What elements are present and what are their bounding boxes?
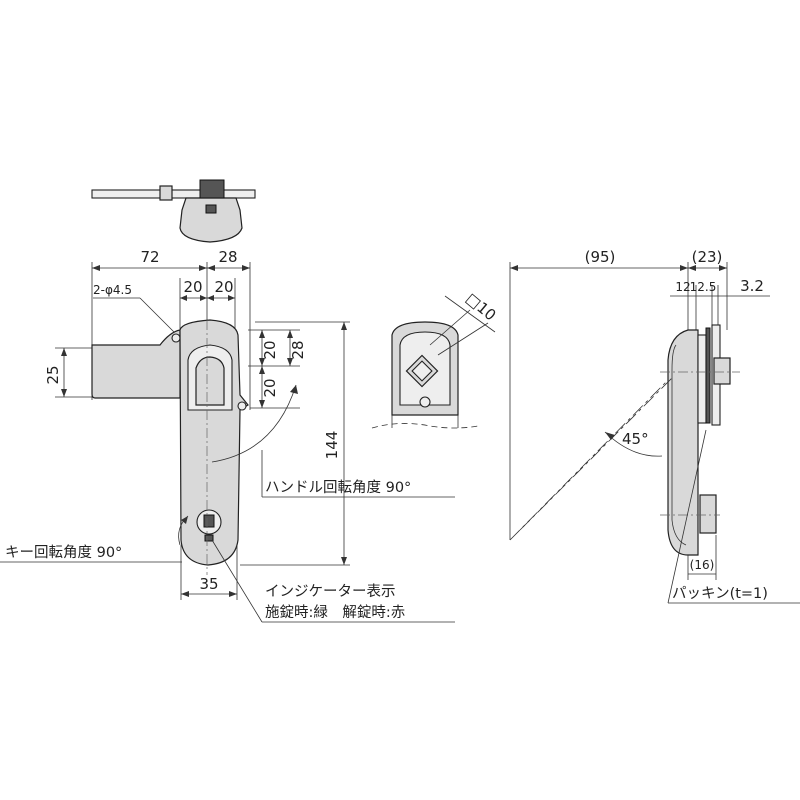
dim-20-v2: 20 (261, 378, 279, 397)
indicator-window (204, 534, 214, 542)
top-view-plate (91, 189, 256, 199)
dim-23: (23) (692, 248, 723, 266)
side-view: (95) (23) 12 12.5 3.2 45° (509, 248, 800, 604)
dim-28-v: 28 (289, 340, 307, 359)
dim-square-10: □10 (462, 289, 499, 324)
front-view: 72 28 20 20 2-φ4.5 25 (0, 248, 455, 623)
dim-25: 25 (44, 365, 62, 384)
mounting-hole-right (237, 401, 247, 411)
side-cam-nut (713, 357, 731, 385)
keyhole-icon (203, 514, 215, 528)
dim-20-b: 20 (214, 278, 233, 296)
dim-12-5: 12.5 (690, 280, 717, 294)
indicator-title: インジケーター表示 (265, 583, 396, 600)
dim-3-2: 3.2 (740, 277, 764, 295)
side-gasket (705, 327, 711, 424)
dim-16: (16) (690, 558, 715, 572)
dim-35: 35 (199, 575, 218, 593)
dim-12: 12 (675, 280, 690, 294)
key-rotation-note: キー回転角度 90° (5, 544, 122, 561)
dim-144: 144 (323, 431, 341, 460)
dim-72: 72 (140, 248, 159, 266)
handle-arm (91, 329, 181, 399)
angle-45: 45° (622, 430, 649, 448)
dim-20-v1: 20 (261, 340, 279, 359)
dim-95: (95) (585, 248, 616, 266)
hole-spec-label: 2-φ4.5 (93, 283, 132, 297)
side-cylinder (699, 494, 717, 534)
dim-20-a: 20 (183, 278, 202, 296)
detail-view: □10 (371, 289, 499, 429)
side-flange (697, 334, 707, 424)
top-view-cam (199, 179, 225, 199)
packing-note: パッキン(t=1) (672, 585, 768, 602)
top-view (91, 179, 256, 243)
handle-rotation-note: ハンドル回転角度 90° (265, 479, 411, 496)
top-view-body (179, 197, 243, 243)
mounting-hole-left (171, 333, 181, 343)
dim-28-top: 28 (218, 248, 237, 266)
indicator-detail: 施錠時:緑 解錠時:赤 (265, 604, 405, 621)
